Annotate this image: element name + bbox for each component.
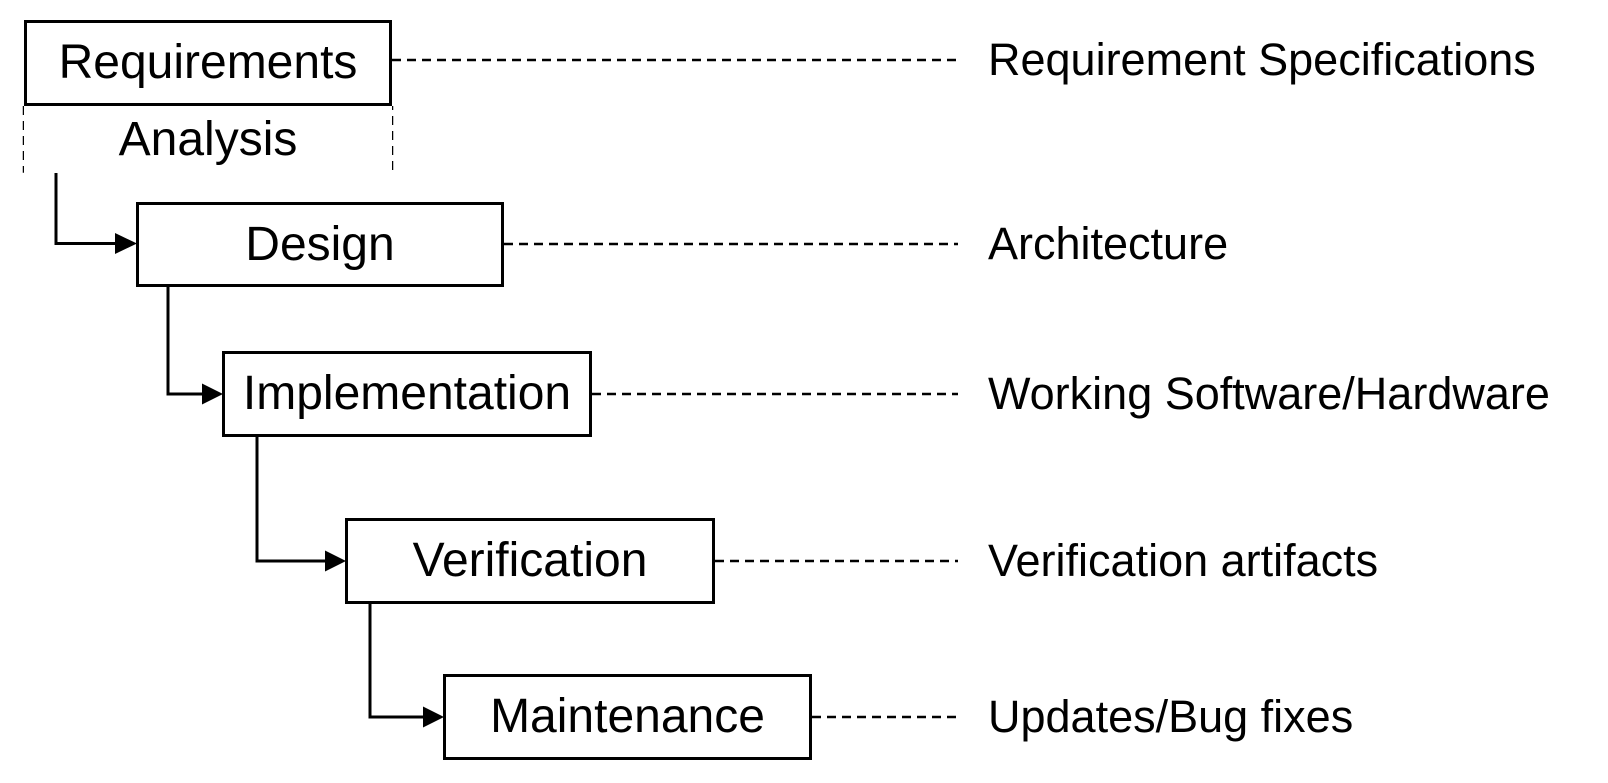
artifact-label-verification: Verification artifacts: [988, 535, 1379, 586]
arrow-verification-to-maintenance: [368, 604, 425, 719]
arrowhead-analysis-to-design: [115, 233, 137, 254]
stage-box-maintenance: Maintenance: [443, 674, 812, 760]
arrow-analysis-to-design: [54, 171, 117, 245]
stage-box-verification: Verification: [345, 518, 715, 604]
arrowhead-implementation-to-verification: [325, 550, 346, 572]
artifact-label-maintenance: Updates/Bug fixes: [988, 691, 1354, 742]
stage-label-analysis: Analysis: [118, 112, 298, 166]
artifact-label-design: Architecture: [988, 218, 1229, 269]
stage-label-requirements: Requirements: [58, 36, 358, 89]
stage-box-design: Design: [136, 202, 504, 287]
arrowhead-design-to-implementation: [202, 383, 223, 405]
artifact-label-implementation: Working Software/Hardware: [988, 368, 1550, 419]
arrow-design-to-implementation: [166, 287, 204, 396]
stage-label-verification: Verification: [412, 534, 648, 587]
arrowhead-verification-to-maintenance: [423, 706, 444, 728]
stage-label-implementation: Implementation: [242, 367, 572, 420]
stage-label-maintenance: Maintenance: [490, 690, 765, 743]
stage-box-implementation: Implementation: [222, 351, 592, 437]
arrow-implementation-to-verification: [255, 437, 327, 563]
stage-label-design: Design: [245, 217, 395, 271]
stage-box-analysis: Analysis: [24, 106, 392, 173]
artifact-label-requirements: Requirement Specifications: [988, 34, 1536, 85]
stage-box-requirements: Requirements: [24, 20, 392, 106]
